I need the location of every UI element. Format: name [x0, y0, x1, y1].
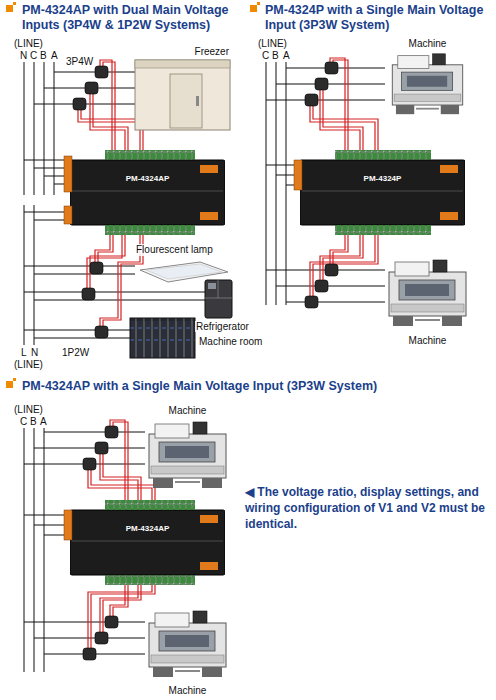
machine-load: Machine: [140, 405, 235, 490]
power-meter: PM-4324AP: [70, 500, 225, 585]
phase-label: N: [20, 50, 27, 62]
note-text: ◀ The voltage ratio, display settings, a…: [245, 484, 490, 533]
line-label: (LINE): [258, 38, 287, 50]
machine-load: Machine: [380, 38, 475, 116]
refrigerator-load: Refrigerator: [195, 280, 257, 332]
phase-label: A: [51, 50, 58, 62]
power-meter: PM-4324AP: [70, 150, 225, 235]
phase-label: N: [31, 347, 38, 359]
phase-label: C: [30, 50, 37, 62]
phase-label: B: [40, 50, 47, 62]
line-label: (LINE): [14, 404, 43, 416]
load-label: Machine: [408, 38, 448, 50]
line-label: (LINE): [14, 359, 43, 371]
section-title: PM-4324P with a Single Main Voltage Inpu…: [265, 3, 490, 33]
load-label: Machine: [168, 405, 208, 417]
device-name: PM-4324AP: [126, 174, 170, 183]
power-meter: PM-4324P: [300, 150, 465, 235]
load-label: Machine: [408, 335, 448, 347]
phase-label: A: [40, 416, 47, 428]
phase-label: A: [283, 50, 290, 62]
load-label: Machine: [168, 685, 208, 697]
section-title: PM-4324AP with Dual Main Voltage Inputs …: [22, 3, 247, 33]
phase-label: B: [272, 50, 279, 62]
load-label: Machine room: [198, 336, 263, 348]
section-title: PM-4324AP with a Single Main Voltage Inp…: [22, 379, 487, 394]
load-label: Flourescent lamp: [135, 244, 214, 256]
machine-load: Machine: [140, 608, 235, 696]
machine-room-load: Machine room: [130, 318, 265, 360]
system-label: 1P2W: [62, 347, 89, 359]
phase-label: L: [21, 347, 27, 359]
system-label: 3P4W: [66, 56, 93, 68]
freezer-load: Freezer: [135, 46, 230, 130]
line-label: (LINE): [14, 38, 43, 50]
machine-load: Machine: [380, 256, 475, 346]
load-label: Freezer: [194, 46, 230, 58]
phase-label: C: [20, 416, 27, 428]
load-label: Refrigerator: [195, 321, 250, 333]
phase-label: B: [30, 416, 37, 428]
device-name: PM-4324P: [364, 174, 402, 183]
lamp-load: Flourescent lamp: [135, 244, 235, 284]
device-name: PM-4324AP: [126, 524, 170, 533]
phase-label: C: [262, 50, 269, 62]
